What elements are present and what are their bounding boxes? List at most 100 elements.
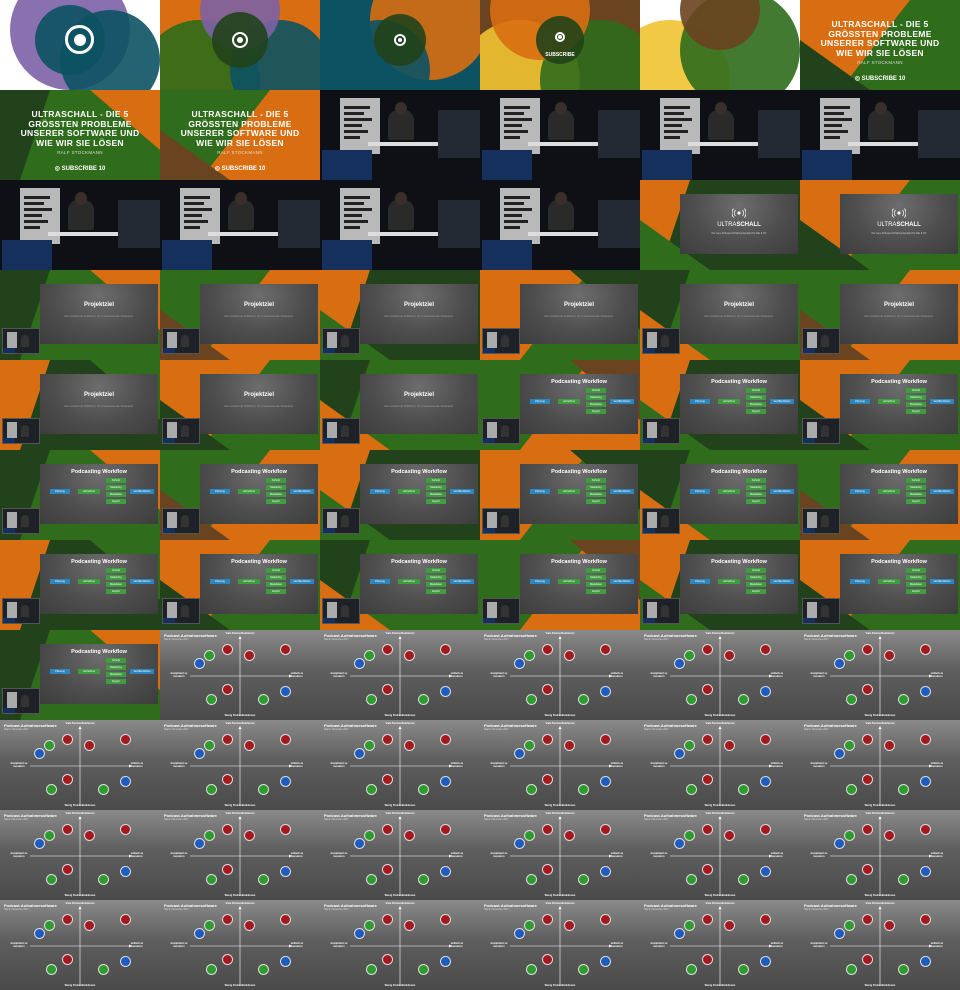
matrix-frame[interactable]: Podcast-Aufnahmesoftware Stand: November… xyxy=(800,720,960,810)
projektziel-frame[interactable]: Projektziel Die einfachste Plattform für… xyxy=(320,270,480,360)
matrix-axes xyxy=(830,816,932,896)
software-circle xyxy=(280,644,291,655)
stage-frame[interactable] xyxy=(0,180,160,270)
workflow-slide: Podcasting Workflow Planung Aufnahme Sch… xyxy=(40,554,158,614)
workflow-frame[interactable]: Podcasting Workflow Planung Aufnahme Sch… xyxy=(640,450,800,540)
intro-frame[interactable]: SUBSCRIBE xyxy=(160,0,320,90)
intro-frame[interactable]: SUBSCRIBE xyxy=(320,0,480,90)
matrix-slide: Podcast-Aufnahmesoftware Stand: November… xyxy=(160,630,320,720)
stage-frame[interactable] xyxy=(480,180,640,270)
title-card-frame[interactable]: ULTRASCHALL - DIE 5 GRÖSSTEN PROBLEME UN… xyxy=(160,90,320,180)
stage-frame[interactable] xyxy=(320,90,480,180)
stage-frame[interactable] xyxy=(480,90,640,180)
matrix-frame[interactable]: Podcast-Aufnahmesoftware Stand: November… xyxy=(0,810,160,900)
software-circle xyxy=(366,784,377,795)
matrix-frame[interactable]: Podcast-Aufnahmesoftware Stand: November… xyxy=(160,630,320,720)
slide-title: Podcasting Workflow xyxy=(711,559,767,565)
matrix-frame[interactable]: Podcast-Aufnahmesoftware Stand: November… xyxy=(800,810,960,900)
matrix-frame[interactable]: Podcast-Aufnahmesoftware Stand: November… xyxy=(640,630,800,720)
matrix-frame[interactable]: Podcast-Aufnahmesoftware Stand: November… xyxy=(480,810,640,900)
speaker-desk xyxy=(528,232,598,236)
matrix-frame[interactable]: Podcast-Aufnahmesoftware Stand: November… xyxy=(320,900,480,990)
speaker-inset xyxy=(642,328,680,354)
axis-bottom-label: Wenig Podcastfunktionen xyxy=(544,984,576,987)
matrix-frame[interactable]: Podcast-Aufnahmesoftware Stand: November… xyxy=(320,720,480,810)
workflow-stack-item: Export xyxy=(586,499,606,504)
workflow-step: Planung xyxy=(850,579,870,584)
title-card-frame[interactable]: ULTRASCHALL - DIE 5 GRÖSSTEN PROBLEME UN… xyxy=(800,0,960,90)
projektziel-frame[interactable]: Projektziel Die einfachste Plattform für… xyxy=(640,270,800,360)
stage-frame[interactable] xyxy=(160,180,320,270)
projektziel-frame[interactable]: Projektziel Die einfachste Plattform für… xyxy=(0,360,160,450)
software-circle xyxy=(884,920,895,931)
matrix-slide: Podcast-Aufnahmesoftware Stand: November… xyxy=(480,900,640,990)
matrix-frame[interactable]: Podcast-Aufnahmesoftware Stand: November… xyxy=(0,720,160,810)
workflow-frame[interactable]: Podcasting Workflow Planung Aufnahme Sch… xyxy=(0,450,160,540)
speaker-inset xyxy=(2,508,40,534)
subscribe-logo-icon xyxy=(65,25,95,55)
workflow-frame[interactable]: Podcasting Workflow Planung Aufnahme Sch… xyxy=(480,450,640,540)
stage-frame[interactable] xyxy=(640,90,800,180)
matrix-frame[interactable]: Podcast-Aufnahmesoftware Stand: November… xyxy=(640,810,800,900)
intro-frame[interactable]: SUBSCRIBE xyxy=(480,0,640,90)
workflow-frame[interactable]: Podcasting Workflow Planung Aufnahme Sch… xyxy=(640,360,800,450)
axis-bottom-label: Wenig Podcastfunktionen xyxy=(64,804,96,807)
workflow-frame[interactable]: Podcasting Workflow Planung Aufnahme Sch… xyxy=(320,450,480,540)
software-circle xyxy=(404,830,415,841)
workflow-frame[interactable]: Podcasting Workflow Planung Aufnahme Sch… xyxy=(480,360,640,450)
software-circle xyxy=(62,734,73,745)
intro-frame[interactable]: SUBSCRIBE xyxy=(0,0,160,90)
matrix-frame[interactable]: Podcast-Aufnahmesoftware Stand: November… xyxy=(640,900,800,990)
software-circle xyxy=(524,920,535,931)
matrix-frame[interactable]: Podcast-Aufnahmesoftware Stand: November… xyxy=(320,810,480,900)
workflow-stack-item: Metadaten xyxy=(586,582,606,587)
speaker-inset xyxy=(162,598,200,624)
workflow-frame[interactable]: Podcasting Workflow Planung Aufnahme Sch… xyxy=(160,450,320,540)
workflow-stack-item: Schnitt xyxy=(266,478,286,483)
matrix-frame[interactable]: Podcast-Aufnahmesoftware Stand: November… xyxy=(480,720,640,810)
workflow-frame[interactable]: Podcasting Workflow Planung Aufnahme Sch… xyxy=(320,540,480,630)
workflow-frame[interactable]: Podcasting Workflow Planung Aufnahme Sch… xyxy=(800,450,960,540)
ultraschall-slide-frame[interactable]: ULTRASCHALL Der neue Podcast-Aufnahmesta… xyxy=(640,180,800,270)
workflow-frame[interactable]: Podcasting Workflow Planung Aufnahme Sch… xyxy=(640,540,800,630)
matrix-frame[interactable]: Podcast-Aufnahmesoftware Stand: November… xyxy=(480,900,640,990)
matrix-axes xyxy=(830,906,932,986)
projektziel-frame[interactable]: Projektziel Die einfachste Plattform für… xyxy=(800,270,960,360)
workflow-slide: Podcasting Workflow Planung Aufnahme Sch… xyxy=(520,554,638,614)
intro-frame[interactable]: SUBSCRIBE xyxy=(640,0,800,90)
workflow-frame[interactable]: Podcasting Workflow Planung Aufnahme Sch… xyxy=(160,540,320,630)
matrix-frame[interactable]: Podcast-Aufnahmesoftware Stand: November… xyxy=(480,630,640,720)
stage-frame[interactable] xyxy=(800,90,960,180)
matrix-frame[interactable]: Podcast-Aufnahmesoftware Stand: November… xyxy=(160,810,320,900)
matrix-slide: Podcast-Aufnahmesoftware Stand: November… xyxy=(800,900,960,990)
talk-title-line: ULTRASCHALL - DIE 5 xyxy=(831,19,929,29)
ultraschall-slide: ULTRASCHALL Der neue Podcast-Aufnahmesta… xyxy=(840,194,958,254)
matrix-frame[interactable]: Podcast-Aufnahmesoftware Stand: November… xyxy=(320,630,480,720)
matrix-slide: Podcast-Aufnahmesoftware Stand: November… xyxy=(160,720,320,810)
matrix-frame[interactable]: Podcast-Aufnahmesoftware Stand: November… xyxy=(800,630,960,720)
workflow-frame[interactable]: Podcasting Workflow Planung Aufnahme Sch… xyxy=(800,360,960,450)
ultraschall-slide-frame[interactable]: ULTRASCHALL Der neue Podcast-Aufnahmesta… xyxy=(800,180,960,270)
projektziel-frame[interactable]: Projektziel Die einfachste Plattform für… xyxy=(0,270,160,360)
projektziel-frame[interactable]: Projektziel Die einfachste Plattform für… xyxy=(480,270,640,360)
slide-description: Die einfachste Plattform für professione… xyxy=(64,314,134,318)
software-circle xyxy=(280,824,291,835)
slide-title: Podcast-Aufnahmesoftware xyxy=(644,633,697,638)
matrix-frame[interactable]: Podcast-Aufnahmesoftware Stand: November… xyxy=(640,720,800,810)
stage-frame[interactable] xyxy=(320,180,480,270)
workflow-frame[interactable]: Podcasting Workflow Planung Aufnahme Sch… xyxy=(0,540,160,630)
projektziel-frame[interactable]: Projektziel Die einfachste Plattform für… xyxy=(320,360,480,450)
workflow-frame[interactable]: Podcasting Workflow Planung Aufnahme Sch… xyxy=(0,630,160,720)
software-circle xyxy=(194,928,205,939)
workflow-frame[interactable]: Podcasting Workflow Planung Aufnahme Sch… xyxy=(480,540,640,630)
title-card-background xyxy=(160,90,320,180)
matrix-frame[interactable]: Podcast-Aufnahmesoftware Stand: November… xyxy=(160,720,320,810)
workflow-frame[interactable]: Podcasting Workflow Planung Aufnahme Sch… xyxy=(800,540,960,630)
workflow-stack-item: Export xyxy=(746,499,766,504)
projektziel-frame[interactable]: Projektziel Die einfachste Plattform für… xyxy=(160,360,320,450)
projektziel-frame[interactable]: Projektziel Die einfachste Plattform für… xyxy=(160,270,320,360)
matrix-frame[interactable]: Podcast-Aufnahmesoftware Stand: November… xyxy=(160,900,320,990)
matrix-frame[interactable]: Podcast-Aufnahmesoftware Stand: November… xyxy=(800,900,960,990)
title-card-frame[interactable]: ULTRASCHALL - DIE 5 GRÖSSTEN PROBLEME UN… xyxy=(0,90,160,180)
matrix-frame[interactable]: Podcast-Aufnahmesoftware Stand: November… xyxy=(0,900,160,990)
